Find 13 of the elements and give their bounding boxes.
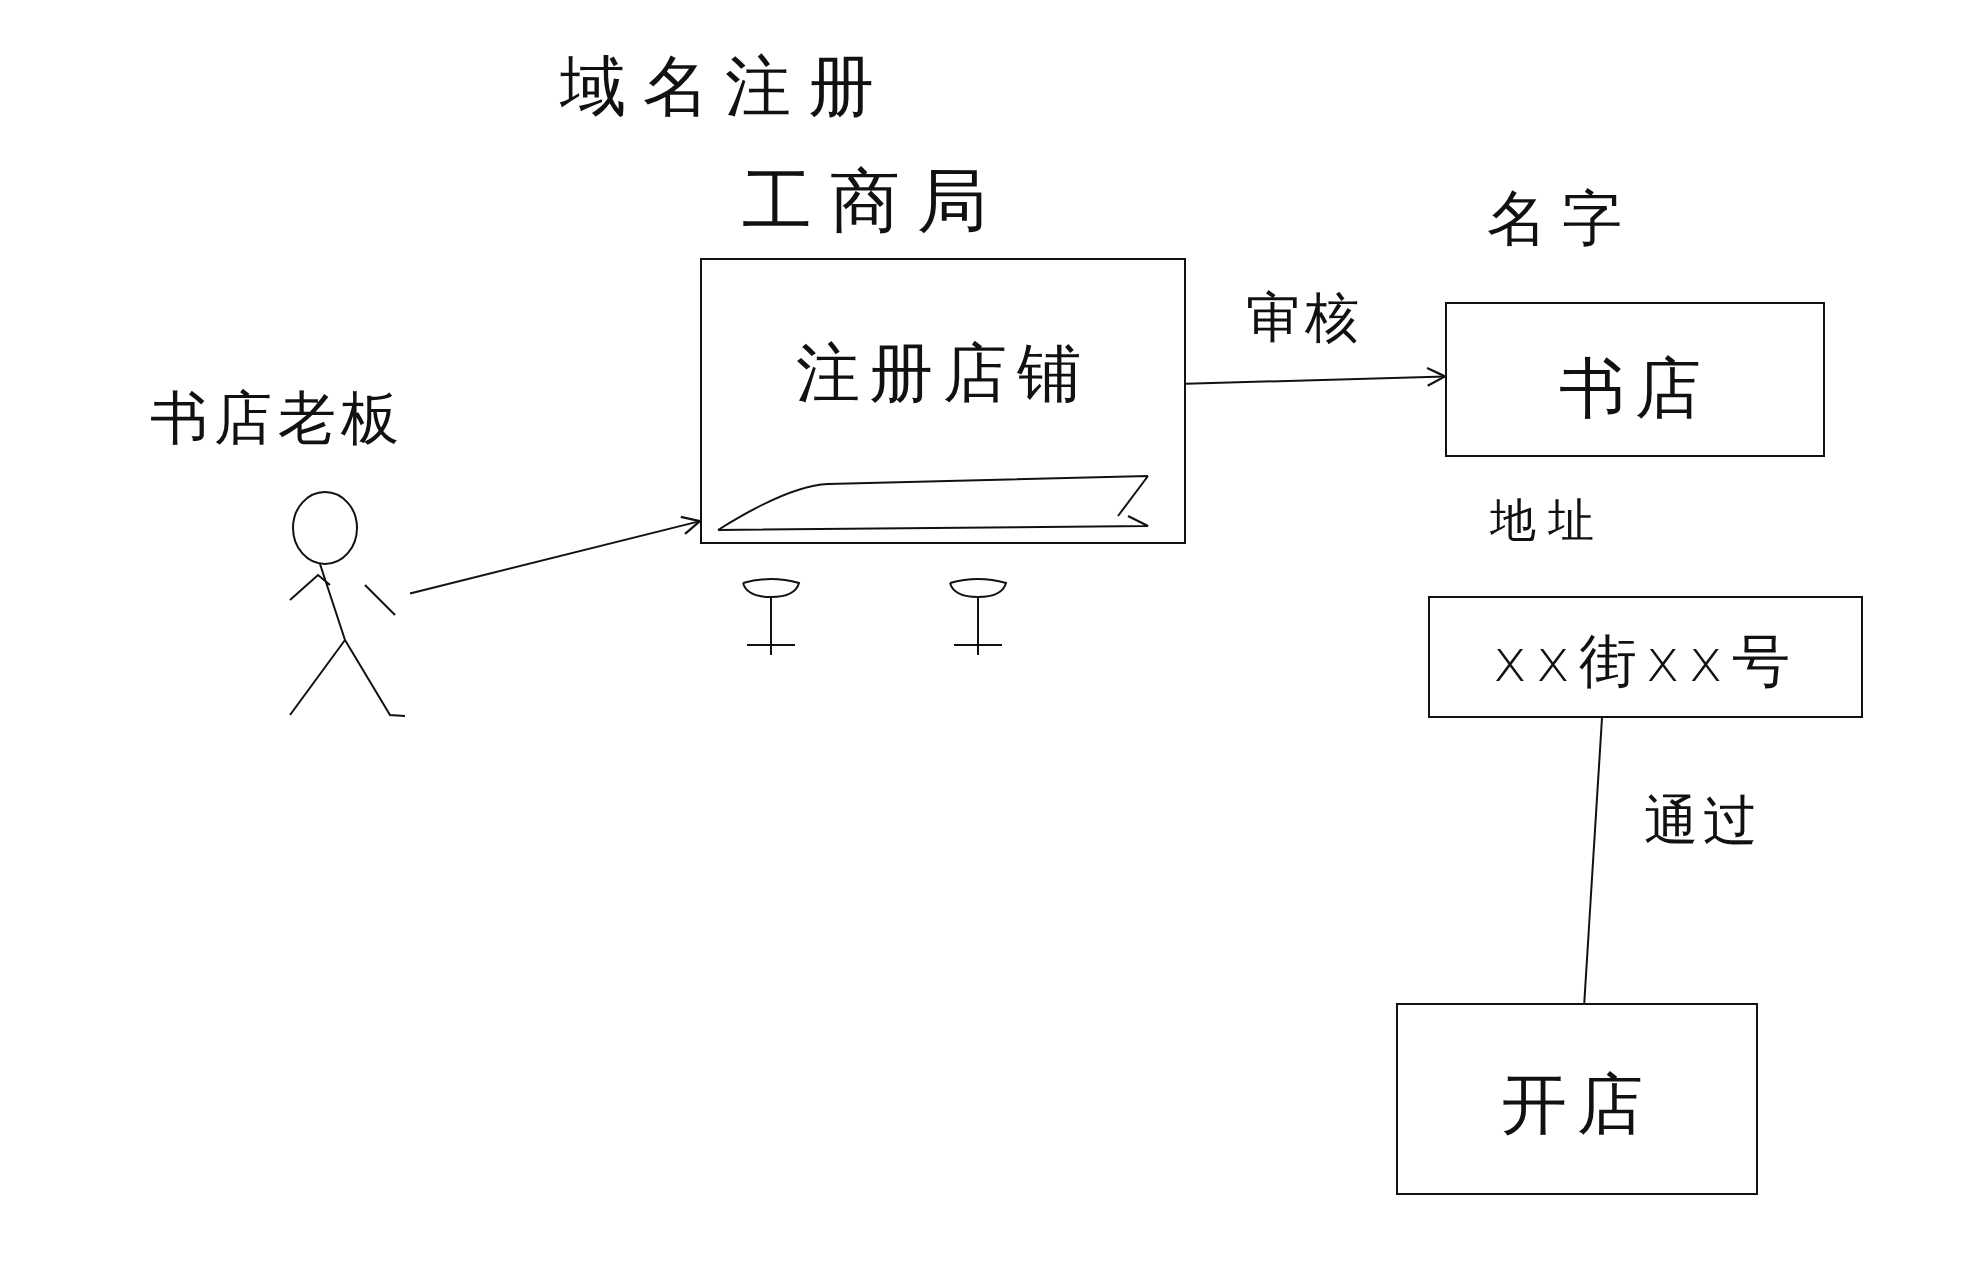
- note-text: 域名注册: [560, 47, 890, 127]
- box-heading: 工商局: [742, 159, 1005, 244]
- arrow: [409, 515, 702, 595]
- process-box: [1396, 1003, 1758, 1195]
- box-label: 开店: [1500, 1065, 1654, 1145]
- box-heading: 名字: [1487, 182, 1637, 255]
- box-label: 书店: [1558, 349, 1712, 429]
- arrow: [1185, 367, 1447, 387]
- person-caption: 书店老板: [150, 383, 406, 454]
- box-label: 注册店铺: [794, 335, 1092, 412]
- connector-line: [1583, 717, 1603, 1004]
- box-heading: 地址: [1490, 492, 1605, 549]
- box-label: xx街xx号: [1491, 626, 1800, 697]
